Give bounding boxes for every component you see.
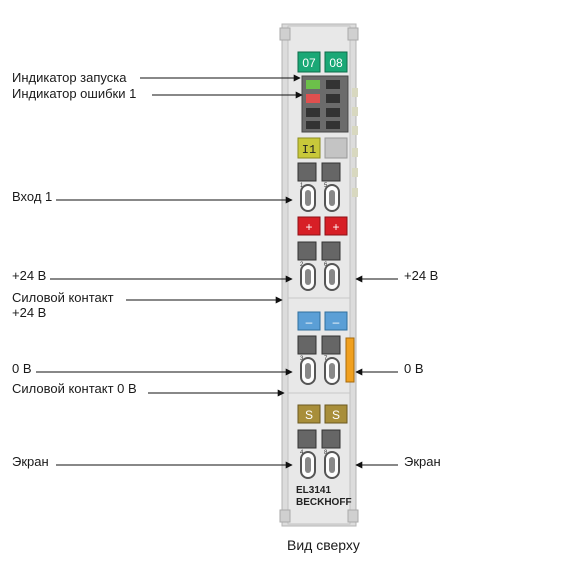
shield-sign: S xyxy=(305,408,313,422)
terminal-row-1: 1 5 xyxy=(297,162,341,212)
terminal-row-4: S S 4 8 xyxy=(297,404,348,479)
model-number: EL3141 xyxy=(296,485,331,496)
pin-number: 5 xyxy=(324,183,328,189)
shield-sign: S xyxy=(332,408,340,422)
led-slot xyxy=(306,108,320,117)
led-block xyxy=(301,75,349,133)
power-contact-24-label-line1: Силовой контакт xyxy=(12,290,114,305)
minus-sign: – xyxy=(333,315,340,329)
shield-right-label: Экран xyxy=(404,454,441,469)
terminal-row-2: + + 2 6 xyxy=(297,216,348,291)
terminal-row-3: – – 3 7 xyxy=(297,311,355,385)
channel-label-block: I1 xyxy=(297,137,348,159)
led-slot xyxy=(326,94,340,103)
top-view-caption: Вид сверху xyxy=(287,537,360,553)
plus24-left-label: +24 В xyxy=(12,268,47,283)
pin-number: 8 xyxy=(324,450,328,456)
channel-label-i1: I1 xyxy=(302,143,316,157)
led-slot xyxy=(326,121,340,129)
run-indicator-label: Индикатор запуска xyxy=(12,70,127,85)
plus-sign: + xyxy=(332,220,339,234)
pin-number: 1 xyxy=(300,183,304,189)
zero-right-label: 0 В xyxy=(404,361,424,376)
brand-name: BECKHOFF xyxy=(296,497,352,508)
brand-block: EL3141 BECKHOFF xyxy=(296,485,352,508)
led-label-07: 07 xyxy=(302,56,316,70)
pin-number: 7 xyxy=(324,356,328,362)
error-led xyxy=(306,94,320,103)
pin-number: 3 xyxy=(300,356,304,362)
orange-contact xyxy=(345,337,355,383)
pin-number: 4 xyxy=(300,450,304,456)
zero-left-label: 0 В xyxy=(12,361,32,376)
led-slot xyxy=(306,121,320,129)
pin-number: 6 xyxy=(324,262,328,268)
led-label-08: 08 xyxy=(329,56,343,70)
pin-number: 2 xyxy=(300,262,304,268)
led-slot xyxy=(326,108,340,117)
minus-sign: – xyxy=(306,315,313,329)
input-label: Вход 1 xyxy=(12,189,53,204)
run-led xyxy=(306,80,320,89)
shield-left-label: Экран xyxy=(12,454,49,469)
leader-lines xyxy=(36,74,398,469)
plus-sign: + xyxy=(305,220,312,234)
plus24-right-label: +24 В xyxy=(404,268,439,283)
led-slot xyxy=(326,80,340,89)
power-contact-24-label-line2: +24 В xyxy=(12,305,47,320)
power-contact-0-label: Силовой контакт 0 В xyxy=(12,381,137,396)
led-header: 07 08 xyxy=(297,51,348,73)
error-indicator-label: Индикатор ошибки 1 xyxy=(12,86,137,101)
